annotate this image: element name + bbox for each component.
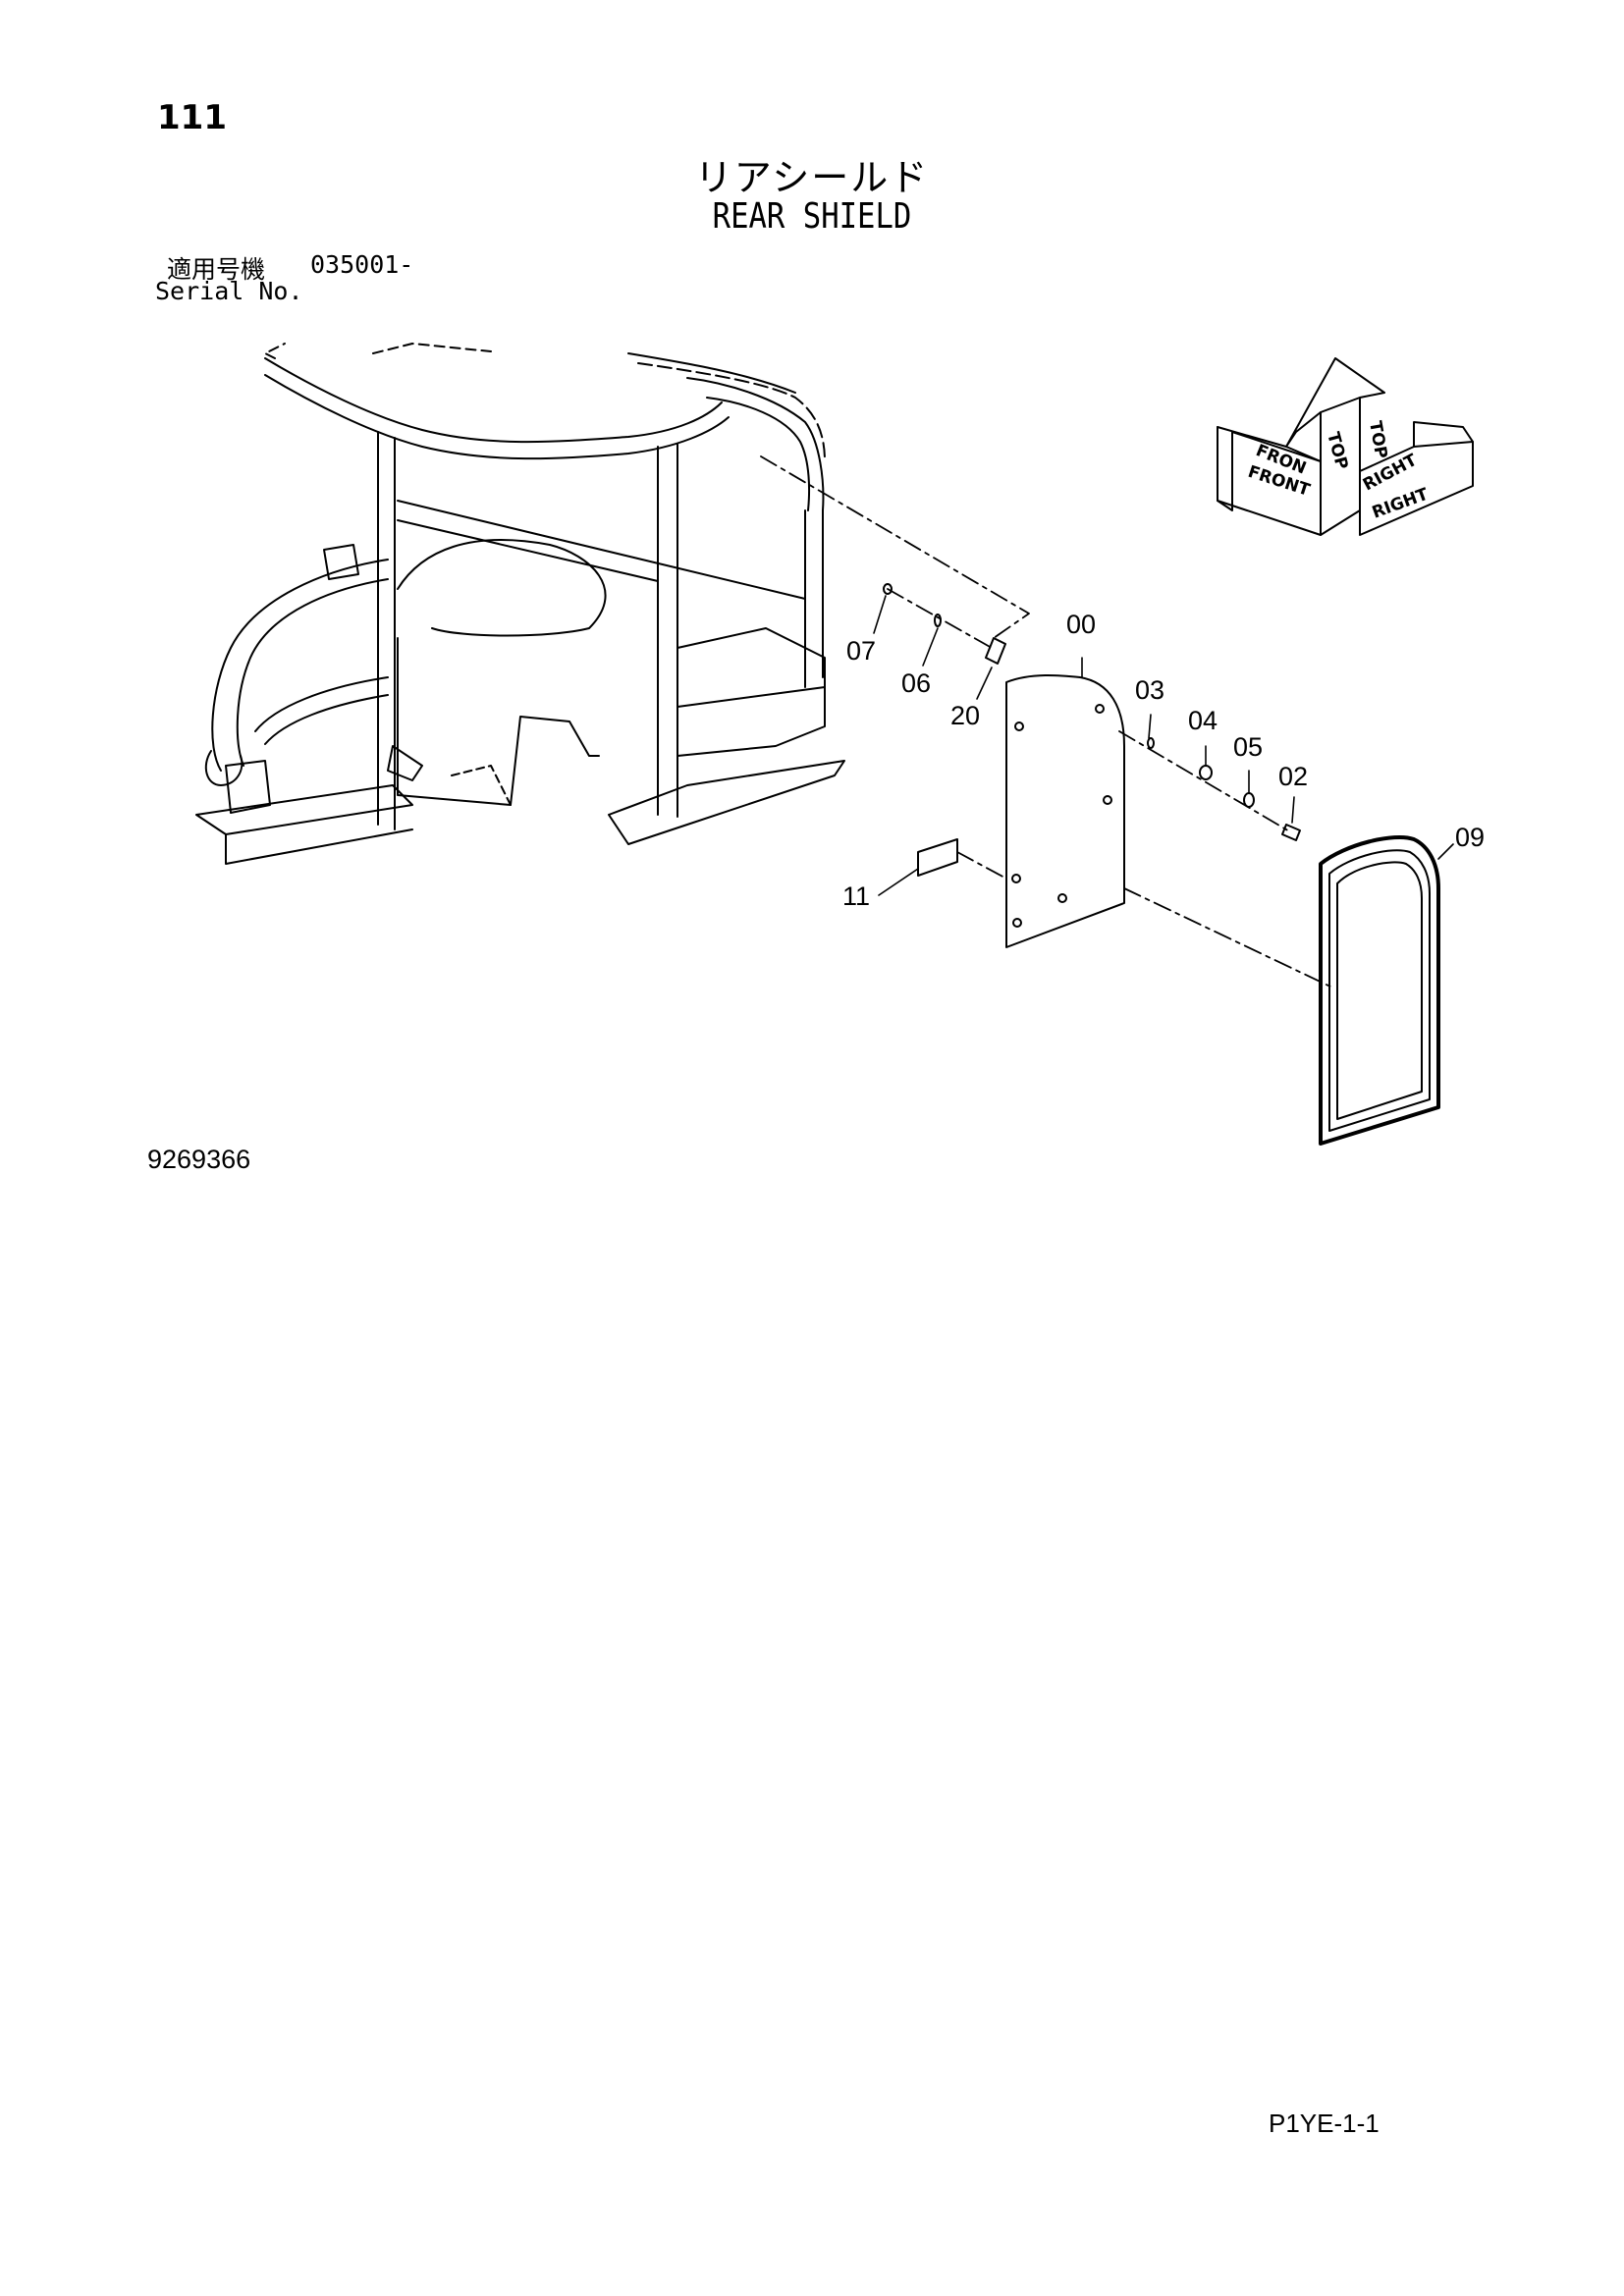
- callout-03: 03: [1135, 675, 1164, 705]
- serial-number-value: 035001-: [310, 250, 414, 279]
- serial-label-japanese: 適用号機: [167, 255, 266, 284]
- callout-labels: 07 06 20 00 03 04 05 02 09 11: [842, 610, 1485, 911]
- page-code: P1YE-1-1: [1269, 2109, 1380, 2138]
- callout-07: 07: [846, 636, 876, 666]
- page-number: 111: [157, 98, 227, 137]
- callout-02: 02: [1278, 762, 1308, 791]
- callout-06: 06: [901, 668, 931, 698]
- assembly-lines: [760, 455, 1331, 988]
- orientation-labels: FRON FRONT TOP TOP RIGHT RIGHT: [1245, 419, 1431, 522]
- callout-11: 11: [842, 881, 870, 911]
- cab-frame: [195, 343, 845, 865]
- serial-label: Serial No.: [155, 277, 303, 305]
- drawing-number: 9269366: [147, 1145, 251, 1174]
- orientation-top-2: TOP: [1365, 419, 1390, 459]
- orientation-top-1: TOP: [1323, 430, 1351, 471]
- callout-04: 04: [1188, 706, 1218, 735]
- callout-09: 09: [1455, 823, 1485, 852]
- callout-20: 20: [950, 701, 980, 730]
- rear-shield-plate: [1005, 673, 1125, 948]
- orientation-arrow-icon: [1217, 357, 1474, 536]
- leader-lines: [873, 595, 1454, 896]
- page-title: REAR SHIELD: [712, 196, 912, 237]
- callout-00: 00: [1066, 610, 1096, 639]
- page-title-japanese: リアシールド: [694, 156, 930, 199]
- label-plate: [917, 838, 958, 877]
- callout-05: 05: [1233, 732, 1263, 762]
- seal-frame: [1319, 835, 1440, 1146]
